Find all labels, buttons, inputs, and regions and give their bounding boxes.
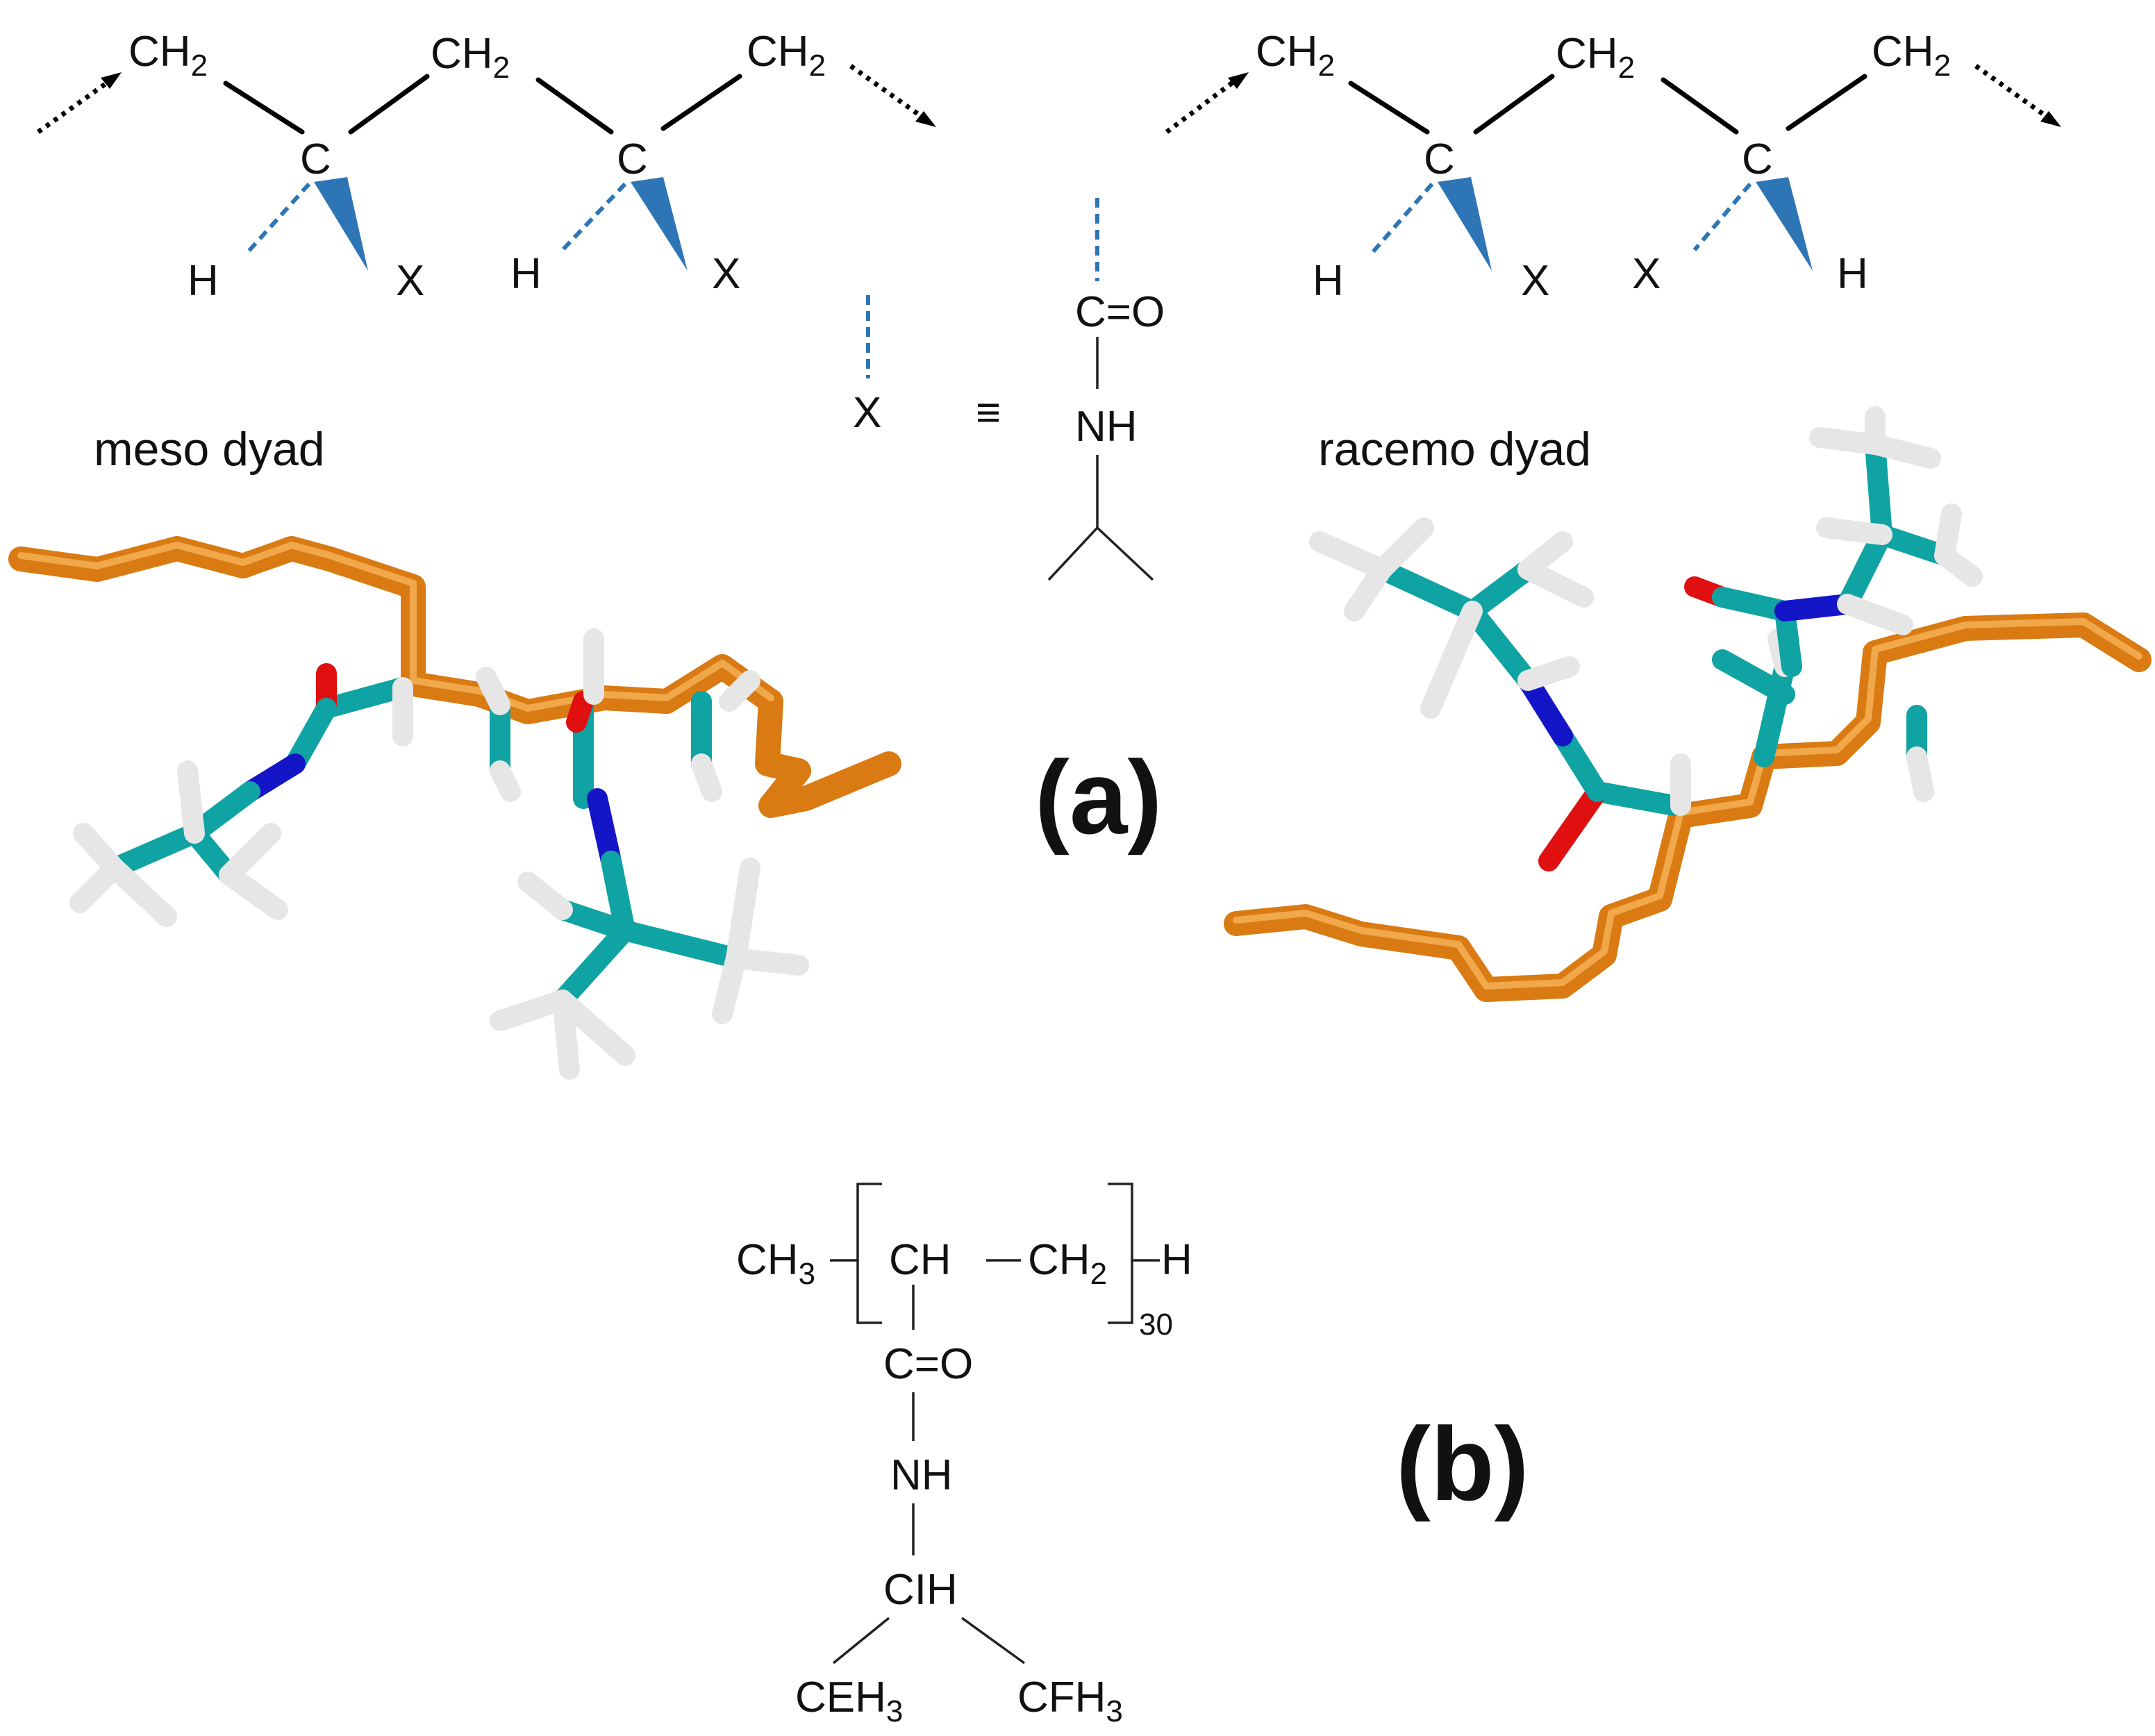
racemo-h-1: H [1313, 257, 1344, 305]
degree-of-polymerization: 30 [1139, 1308, 1173, 1342]
meso-dyad-scheme: CH2 C CH2 C CH2 H X H X meso dyad [36, 28, 936, 476]
repeat-bracket-right [1108, 1183, 1133, 1324]
polymer-repeat-unit-formula: CH3 CH CH2 H 30 C=O NH CIH CEH3 CFH3 [736, 1183, 1192, 1728]
wedge-bond-x-2 [631, 177, 688, 271]
backbone-ch: CH [889, 1236, 951, 1284]
end-group-h: H [1161, 1236, 1192, 1284]
side-chain-cih: CIH [883, 1566, 958, 1614]
racemo-h-2: H [1837, 250, 1868, 298]
repeat-bracket-left [856, 1183, 882, 1324]
racemo-ch2-2: CH2 [1556, 30, 1635, 85]
meso-x-1: X [396, 257, 424, 305]
side-chain-carbonyl: C=O [883, 1340, 973, 1388]
meso-x-2: X [712, 250, 740, 298]
equivalence-sign: ≡ [976, 389, 1001, 437]
meso-h-1: H [188, 257, 219, 305]
end-group-ch3: CH3 [736, 1236, 815, 1291]
racemo-x-2: X [1632, 250, 1661, 298]
panel-label-b: (b) [1396, 1405, 1529, 1522]
hashed-bond-h-2 [560, 182, 627, 252]
panel-label-a: (a) [1035, 739, 1162, 856]
chain-continuation-right-arrow [849, 64, 926, 120]
legend-carbonyl: C=O [1075, 288, 1165, 336]
legend-amide-nh: NH [1075, 403, 1138, 451]
meso-stereo-carbon-1: C [300, 135, 331, 183]
hashed-bond-x-2 [1692, 183, 1752, 251]
wedge-bond-x-1 [1438, 177, 1492, 271]
hashed-bond-h-1 [1370, 183, 1434, 255]
racemo-dyad-scheme: CH2 C CH2 C CH2 H X X H racemo dyad [1165, 28, 2061, 476]
meso-stereo-carbon-2: C [617, 135, 648, 183]
meso-ch2-3: CH2 [747, 28, 826, 83]
racemo-stereo-carbon-2: C [1742, 135, 1773, 183]
racemo-stereo-carbon-1: C [1424, 135, 1455, 183]
side-chain-ceh3: CEH3 [795, 1674, 903, 1728]
backbone-ch2: CH2 [1028, 1236, 1107, 1291]
meso-dyad-caption: meso dyad [94, 423, 325, 476]
meso-ch2-1: CH2 [128, 28, 208, 83]
racemo-ch2-1: CH2 [1256, 28, 1335, 83]
side-chain-nh: NH [890, 1451, 953, 1499]
racemo-3d-stick-model [1224, 406, 2152, 1002]
racemo-ch2-3: CH2 [1872, 28, 1951, 83]
meso-ch2-2: CH2 [431, 30, 510, 85]
meso-3d-stick-model [8, 536, 901, 1080]
racemo-dyad-caption: racemo dyad [1318, 423, 1591, 476]
chain-continuation-left-arrow [1165, 78, 1238, 134]
substituent-legend: X ≡ C=O NH [853, 198, 1165, 581]
racemo-x-1: X [1521, 257, 1549, 305]
legend-x: X [853, 389, 881, 437]
meso-h-2: H [510, 250, 542, 298]
chain-continuation-right-arrow [1974, 64, 2051, 120]
wedge-bond-x-1 [314, 177, 368, 271]
side-chain-cfh3: CFH3 [1017, 1674, 1123, 1728]
hashed-bond-h-1 [244, 182, 311, 256]
wedge-bond-h-2 [1756, 177, 1813, 271]
meso-backbone [8, 536, 901, 818]
chain-continuation-left-arrow [36, 78, 113, 134]
